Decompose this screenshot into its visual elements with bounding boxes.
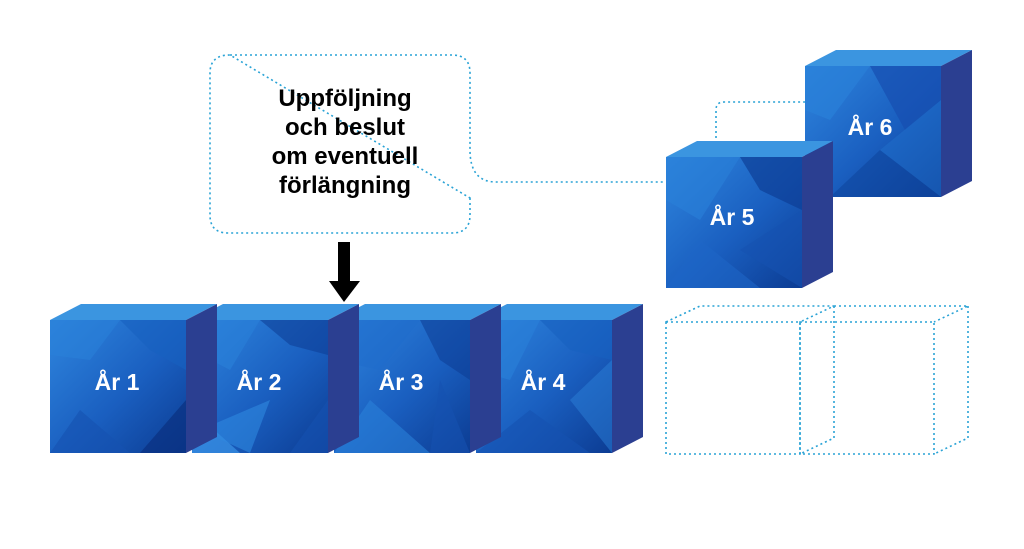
cube-label-year-4: År 4 [521,368,566,395]
callout-bubble-outline [209,54,665,234]
cube-label-year-3: År 3 [379,368,424,395]
cube-year-3: År 3 [334,304,501,453]
cube-year-2: År 2 [192,304,359,453]
cube-label-year-6: År 6 [848,113,893,140]
cube-year-1: År 1 [50,304,217,453]
down-arrow-icon [329,242,360,302]
cube-label-year-1: År 1 [95,368,140,395]
empty-cube-outline-1 [665,305,835,455]
connector-line [715,101,805,138]
empty-cube-outline-2 [799,305,969,455]
cube-year-4: År 4 [476,304,643,453]
cube-year-5: År 5 [666,141,833,288]
cube-label-year-2: År 2 [237,368,282,395]
cube-label-year-5: År 5 [710,203,755,230]
